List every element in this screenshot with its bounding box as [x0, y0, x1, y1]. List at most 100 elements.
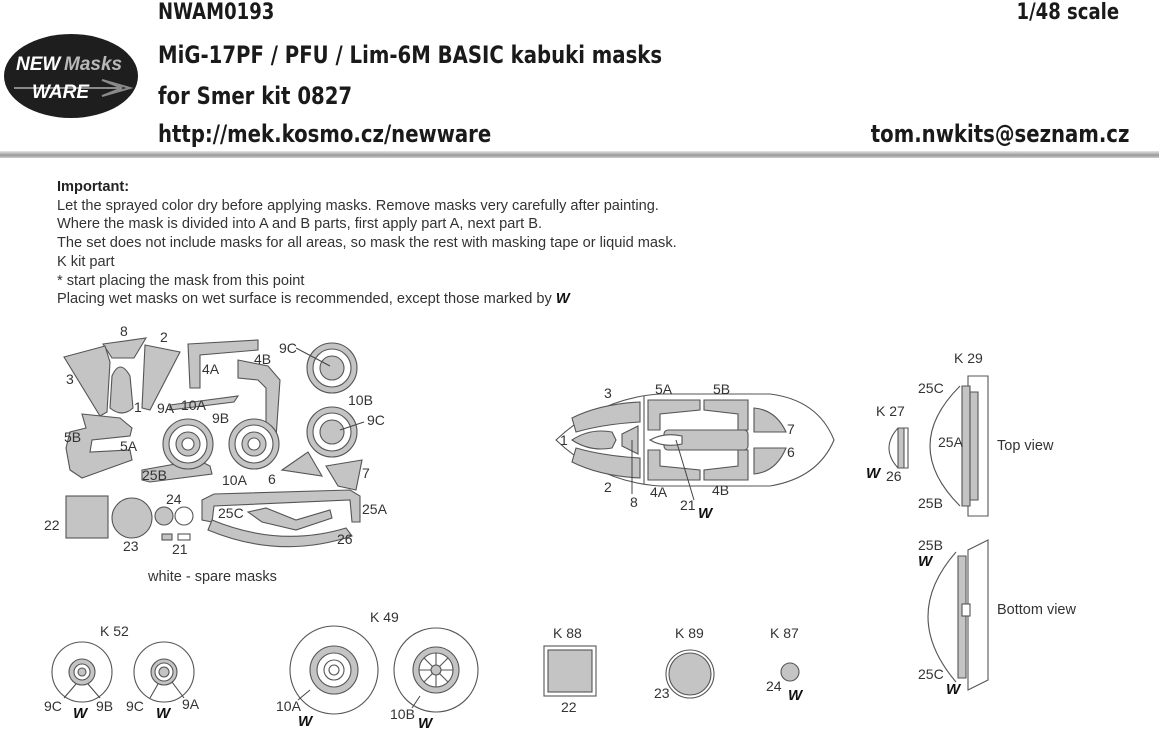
label-10b: 10B — [348, 392, 373, 408]
scale-label: 1/48 scale — [1016, 0, 1119, 25]
canopy-label-4b: 4B — [712, 482, 729, 498]
spare-masks-caption: white - spare masks — [147, 569, 277, 585]
top-view-label: Top view — [997, 438, 1054, 454]
k52-title: K 52 — [100, 623, 129, 639]
label-23: 23 — [123, 538, 139, 554]
k49-label-10a: 10A — [276, 698, 302, 714]
k52-label-9b: 9B — [96, 698, 113, 714]
k29-title: K 29 — [954, 350, 983, 366]
product-title: MiG-17PF / PFU / Lim-6M BASIC kabuki mas… — [158, 41, 663, 69]
mask-26 — [207, 519, 353, 548]
bottom-label-25b: 25B — [918, 537, 943, 553]
w-mark-icon: W — [555, 291, 570, 308]
label-5b: 5B — [64, 429, 81, 445]
label-6: 6 — [268, 471, 276, 487]
canopy-diagram: 3 5A 5B 1 7 6 2 8 4A 4B 21 W — [555, 381, 835, 522]
label-2: 2 — [160, 329, 168, 345]
logo-text-ware: WARE — [32, 82, 90, 103]
mask-21 — [161, 533, 173, 541]
canopy-mask-21 — [648, 434, 683, 446]
label-25b: 25B — [142, 467, 167, 483]
mask-5b-5a — [65, 413, 133, 479]
mask-24 — [154, 506, 174, 526]
instructions: Important: Let the sprayed color dry bef… — [57, 178, 677, 309]
kit-part-k29-bottom: 25B W Bottom view 25C W — [918, 537, 1076, 698]
label-8: 8 — [120, 323, 128, 339]
w-mark-icon: W — [418, 715, 434, 732]
mask-9b-core — [247, 437, 261, 451]
mask-strip-4a — [169, 395, 240, 411]
logo-text-masks: Masks — [64, 54, 122, 75]
k49-label-10b: 10B — [390, 706, 415, 722]
canopy-label-3: 3 — [604, 385, 612, 401]
instruction-line: * start placing the mask from this point — [57, 272, 305, 289]
kit-part-k27: K 27 W 26 — [866, 403, 909, 484]
w-mark-icon: W — [788, 687, 804, 704]
email-link[interactable]: tom.nwkits@seznam.cz — [870, 120, 1129, 148]
label-7: 7 — [362, 465, 370, 481]
label-5a: 5A — [120, 438, 138, 454]
mask-4a — [187, 339, 259, 389]
canopy-label-2: 2 — [604, 479, 612, 495]
k88-title: K 88 — [553, 625, 582, 641]
k88-label-22: 22 — [561, 699, 577, 715]
product-subtitle: for Smer kit 0827 — [158, 82, 353, 110]
mask-6 — [280, 451, 324, 477]
canopy-mask-4a — [647, 449, 701, 481]
instruction-text: Placing wet masks on wet surface is reco… — [57, 291, 552, 308]
header-divider — [0, 151, 1159, 158]
canopy-label-21: 21 — [680, 497, 696, 513]
kit-part-k49: K 49 10A W 10B W — [276, 609, 479, 732]
instruction-line: Placing wet masks on wet surface is reco… — [57, 290, 677, 309]
canopy-mask-7 — [753, 407, 787, 433]
canopy-mask-1 — [571, 430, 617, 450]
w-mark-icon: W — [946, 681, 962, 698]
canopy-outline — [555, 393, 835, 487]
canopy-label-8: 8 — [630, 494, 638, 510]
spare-mask-24 — [174, 506, 194, 526]
k27-label-26: 26 — [886, 468, 902, 484]
mask-7 — [325, 459, 363, 491]
k89-label-23: 23 — [654, 685, 670, 701]
mask-sheet: 8 2 3 9C 4B 4A 1 9A 10A 9B 10B 9C 5B 5A … — [44, 323, 388, 585]
canopy-label-6: 6 — [787, 444, 795, 460]
website-link[interactable]: http://mek.kosmo.cz/newware — [158, 120, 492, 148]
w-mark-icon: W — [918, 553, 934, 570]
mask-9a-10a-core — [181, 437, 195, 451]
mask-9c-inner — [319, 355, 345, 381]
label-1: 1 — [134, 399, 142, 415]
canopy-label-1: 1 — [560, 432, 568, 448]
k87-title: K 87 — [770, 625, 799, 641]
kit-part-k52: K 52 9C W 9B 9C W 9A — [44, 623, 200, 722]
product-code: NWAM0193 — [158, 0, 275, 25]
kit-part-k88: K 88 22 — [543, 625, 597, 715]
logo-ellipse — [4, 34, 138, 118]
canopy-mask-2 — [571, 447, 641, 479]
label-3: 3 — [66, 371, 74, 387]
mask-3 — [63, 345, 111, 417]
k29-label-25b: 25B — [918, 495, 943, 511]
kit-part-k89: K 89 23 — [654, 625, 715, 701]
k27-title: K 27 — [876, 403, 905, 419]
w-mark-icon: W — [156, 705, 172, 722]
newware-logo: NEW Masks WARE — [4, 34, 138, 118]
canopy-mask-6 — [753, 447, 787, 475]
bottom-view-label: Bottom view — [997, 602, 1076, 618]
canopy-mask-5a — [647, 399, 701, 431]
instruction-line: The set does not include masks for all a… — [57, 235, 677, 252]
canopy-mask-4b — [703, 449, 749, 481]
canopy-mask-3 — [571, 401, 641, 433]
mask-8 — [102, 337, 148, 359]
canopy-label-5b: 5B — [713, 381, 730, 397]
label-24: 24 — [166, 491, 182, 507]
k29-label-25a: 25A — [938, 434, 964, 450]
kit-part-k87: K 87 24 W — [766, 625, 804, 704]
label-9c: 9C — [279, 340, 297, 356]
w-mark-icon: W — [73, 705, 89, 722]
mask-2 — [141, 344, 181, 411]
mask-22 — [65, 495, 109, 539]
mask-23 — [111, 497, 153, 539]
instruction-line: Let the sprayed color dry before applyin… — [57, 197, 659, 214]
k87-label-24: 24 — [766, 678, 782, 694]
